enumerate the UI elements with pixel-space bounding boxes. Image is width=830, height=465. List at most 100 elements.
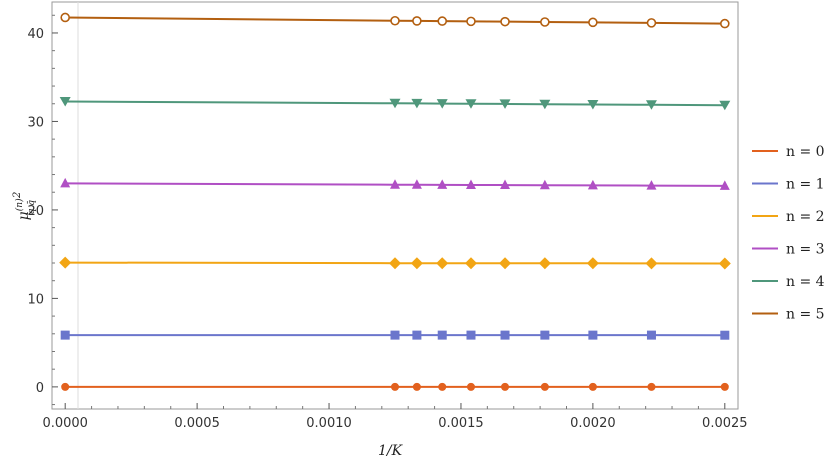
data-point [646,330,656,340]
y-axis-title-base: μ [16,211,32,220]
series-line [65,182,725,187]
data-point [466,330,476,340]
data-point [645,100,657,110]
series-line [65,261,725,265]
data-point [60,330,70,340]
data-point [646,180,657,190]
legend-label: n = 4 [786,274,825,290]
data-point [389,98,401,109]
data-point [390,15,400,26]
data-point [59,97,71,107]
data-point [539,179,550,190]
data-point [390,330,400,340]
data-point [540,17,550,27]
data-point [390,179,400,189]
data-point [465,99,477,109]
data-point [59,256,72,269]
data-point [645,257,658,270]
legend-label: n = 2 [786,209,825,225]
data-point [588,17,598,28]
series-5 [60,12,730,29]
x-axis-title: 1/K [378,443,404,459]
y-tick-label: 20 [27,204,44,219]
x-tick-label: 0.0015 [438,416,484,431]
series-2 [59,256,731,270]
data-point [466,382,475,391]
data-point [411,98,423,109]
series-3 [60,177,730,190]
data-point [540,330,550,340]
data-point [500,179,511,190]
series-line [65,16,725,25]
data-point [412,382,421,391]
y-axis-title-exp: 2 [12,192,23,199]
data-point [389,257,401,270]
data-point [587,179,598,190]
data-point [646,18,657,28]
y-axis-title: μ(n)q q̄ 2 [12,192,37,221]
legend-label: n = 5 [786,307,825,323]
series-layer [59,12,731,391]
data-point [500,16,510,27]
data-point [410,257,423,270]
data-point [437,16,448,26]
data-point [647,382,656,391]
y-axis-title-sup: (n) [14,198,25,211]
data-point [412,330,422,340]
data-point [60,12,70,23]
data-point [539,99,551,110]
data-point [499,99,511,109]
y-tick-label: 10 [27,292,44,307]
data-point [500,330,510,340]
data-point [719,100,731,111]
data-point [465,179,476,189]
data-point [412,16,422,26]
x-axis: 0.0000 0.0005 0.0010 0.0015 0.0020 0.0025 [42,403,748,431]
series-4 [59,97,731,111]
data-point [718,257,731,270]
data-point [720,18,730,29]
x-tick-label: 0.0010 [306,416,352,431]
data-point [436,99,448,109]
data-point [438,382,447,391]
y-axis-title-sub: q q̄ [27,200,37,215]
data-point [588,330,598,340]
data-point [437,330,447,340]
legend-label: n = 0 [786,144,825,160]
data-point [464,257,477,270]
data-point [466,16,476,27]
data-point [60,177,71,188]
data-point [437,179,448,189]
data-point [499,257,512,270]
data-point [586,257,599,270]
data-point [720,330,730,340]
legend: n = 0 n = 1 n = 2 n = 3 n = 4 n = 5 [752,144,825,323]
data-point [587,99,599,110]
y-tick-label: 40 [27,27,44,42]
series-0 [61,382,729,391]
y-axis: 0 10 20 30 40 [27,14,58,406]
data-point [436,257,449,270]
legend-label: n = 1 [786,177,825,193]
data-point [538,257,551,270]
x-tick-label: 0.0000 [42,416,88,431]
x-tick-label: 0.0005 [174,416,220,431]
series-line [65,100,725,107]
data-point [588,382,597,391]
y-tick-label: 30 [27,115,44,130]
svg-text:μ(n)q q̄2: μ(n)q q̄ 2 [12,192,37,221]
series-1 [60,330,730,340]
x-tick-label: 0.0020 [570,416,616,431]
data-point [720,382,729,391]
y-tick-label: 0 [36,381,44,396]
plot-frame [51,1,739,410]
data-point [391,382,399,391]
data-point [411,179,422,189]
data-point [61,382,70,391]
data-point [540,382,549,391]
x-tick-label: 0.0025 [702,416,748,431]
data-point [719,180,730,190]
legend-label: n = 3 [786,242,825,258]
data-point [501,382,510,391]
